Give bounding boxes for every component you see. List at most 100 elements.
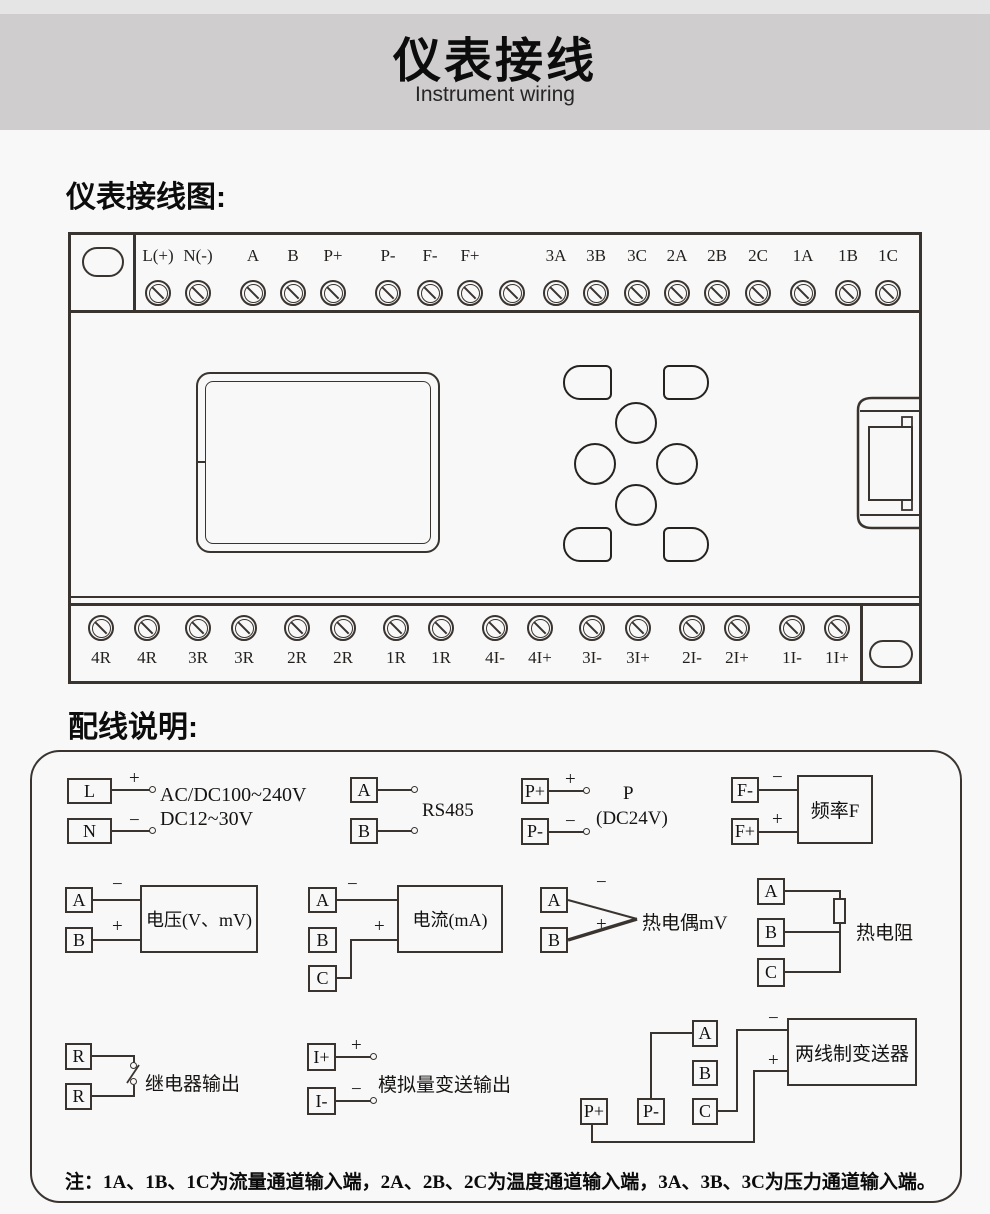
top-terminal-label-13: 2B xyxy=(707,246,727,265)
relay-label: 继电器输出 xyxy=(145,1074,241,1095)
p24-line2: (DC24V) xyxy=(596,808,668,829)
top-terminal-label-2: A xyxy=(246,246,260,265)
bottom-terminal-label-9: 4I+ xyxy=(528,648,552,667)
terminal-box-P-plus: P+ xyxy=(580,1098,608,1125)
top-terminal-screw-4 xyxy=(320,280,346,306)
wire-end-dot xyxy=(411,827,418,834)
bottom-terminal-screw-1 xyxy=(134,615,160,641)
panel-button-top-right xyxy=(663,365,709,400)
top-terminal-screw-3 xyxy=(280,280,306,306)
top-strip-divider xyxy=(71,310,919,313)
wire xyxy=(93,939,140,941)
terminal-box-B: B xyxy=(308,927,337,953)
top-terminal-screw-7 xyxy=(457,280,483,306)
middle-bottom-line xyxy=(71,596,919,598)
top-terminal-screw-13 xyxy=(704,280,730,306)
plus-sign: + xyxy=(768,1050,779,1071)
top-terminal-label-0: L(+) xyxy=(142,246,174,265)
terminal-box-P-minus: P- xyxy=(521,818,549,845)
minus-sign: − xyxy=(351,1079,362,1100)
mounting-hole-bottom-right xyxy=(869,640,913,668)
minus-sign: − xyxy=(565,811,576,832)
wire xyxy=(337,977,352,979)
wire xyxy=(591,1125,593,1143)
terminal-box-R: R xyxy=(65,1083,92,1110)
terminal-box-L: L xyxy=(67,778,112,804)
lcd-side-notch xyxy=(196,461,205,463)
bottom-terminal-label-4: 2R xyxy=(287,648,307,667)
panel-button-right xyxy=(656,443,698,485)
voltage-box: 电压(V、mV) xyxy=(140,885,258,953)
wire xyxy=(839,890,841,900)
bottom-terminal-label-13: 2I+ xyxy=(725,648,749,667)
plus-sign: + xyxy=(374,916,385,937)
wire xyxy=(650,1032,692,1034)
bottom-terminal-screw-9 xyxy=(527,615,553,641)
wire xyxy=(336,1100,373,1102)
wire xyxy=(785,890,840,892)
top-terminal-screw-6 xyxy=(417,280,443,306)
page-subtitle: Instrument wiring xyxy=(415,83,575,107)
top-terminal-screw-1 xyxy=(185,280,211,306)
rtd-label: 热电阻 xyxy=(856,923,914,944)
bottom-terminal-screw-11 xyxy=(625,615,651,641)
top-terminal-screw-10 xyxy=(583,280,609,306)
panel-button-left xyxy=(574,443,616,485)
wire xyxy=(755,1070,787,1072)
wire-end-dot xyxy=(149,786,156,793)
wire xyxy=(718,1110,738,1112)
wire xyxy=(336,1056,373,1058)
terminal-box-B: B xyxy=(692,1060,718,1086)
top-terminal-label-9: 3A xyxy=(545,246,567,265)
wire xyxy=(759,831,797,833)
terminal-box-B: B xyxy=(757,918,785,947)
analog-label: 模拟量变送输出 xyxy=(378,1075,512,1096)
bottom-terminal-screw-7 xyxy=(428,615,454,641)
terminal-box-A: A xyxy=(65,887,93,913)
bottom-terminal-label-11: 3I+ xyxy=(626,648,650,667)
resistor-symbol xyxy=(833,898,846,924)
lcd-display-inner xyxy=(205,381,431,544)
panel-button-bottom-right xyxy=(663,527,709,562)
wire xyxy=(93,899,140,901)
wire xyxy=(112,830,152,832)
power-range-line2: DC12~30V xyxy=(160,808,254,830)
wire xyxy=(378,789,414,791)
top-terminal-screw-9 xyxy=(543,280,569,306)
bottom-terminal-label-1: 4R xyxy=(137,648,157,667)
wire xyxy=(736,1029,738,1112)
bottom-terminal-screw-3 xyxy=(231,615,257,641)
wire xyxy=(785,931,839,933)
wire xyxy=(549,831,586,833)
wire xyxy=(753,1070,755,1143)
wire-end-dot xyxy=(370,1053,377,1060)
switch-contact-dot xyxy=(130,1062,137,1069)
wiring-section-title: 配线说明: xyxy=(68,711,198,744)
top-terminal-label-5: P- xyxy=(380,246,396,265)
header-banner: 仪表接线 Instrument wiring xyxy=(0,14,990,130)
terminal-box-I-plus: I+ xyxy=(307,1043,336,1071)
terminal-box-N: N xyxy=(67,818,112,844)
plus-sign: + xyxy=(565,769,576,790)
top-terminal-label-15: 1A xyxy=(792,246,814,265)
minus-sign: − xyxy=(772,767,783,788)
current-box: 电流(mA) xyxy=(397,885,503,953)
p24-line1: P xyxy=(623,783,634,804)
wire xyxy=(350,939,397,941)
wire xyxy=(337,899,397,901)
top-terminal-screw-8 xyxy=(499,280,525,306)
minus-sign: − xyxy=(347,874,358,895)
wire-end-dot xyxy=(149,827,156,834)
minus-sign: − xyxy=(112,874,123,895)
wire-end-dot xyxy=(583,787,590,794)
bottom-terminal-label-2: 3R xyxy=(188,648,208,667)
thermocouple-label: 热电偶mV xyxy=(642,913,728,934)
top-left-cell-divider xyxy=(133,235,136,310)
top-terminal-label-17: 1C xyxy=(878,246,898,265)
top-terminal-label-14: 2C xyxy=(748,246,768,265)
power-range-line1: AC/DC100~240V xyxy=(160,784,307,806)
wire xyxy=(378,830,414,832)
bottom-terminal-label-7: 1R xyxy=(431,648,451,667)
terminal-box-C: C xyxy=(692,1098,718,1125)
top-terminal-label-10: 3B xyxy=(586,246,606,265)
